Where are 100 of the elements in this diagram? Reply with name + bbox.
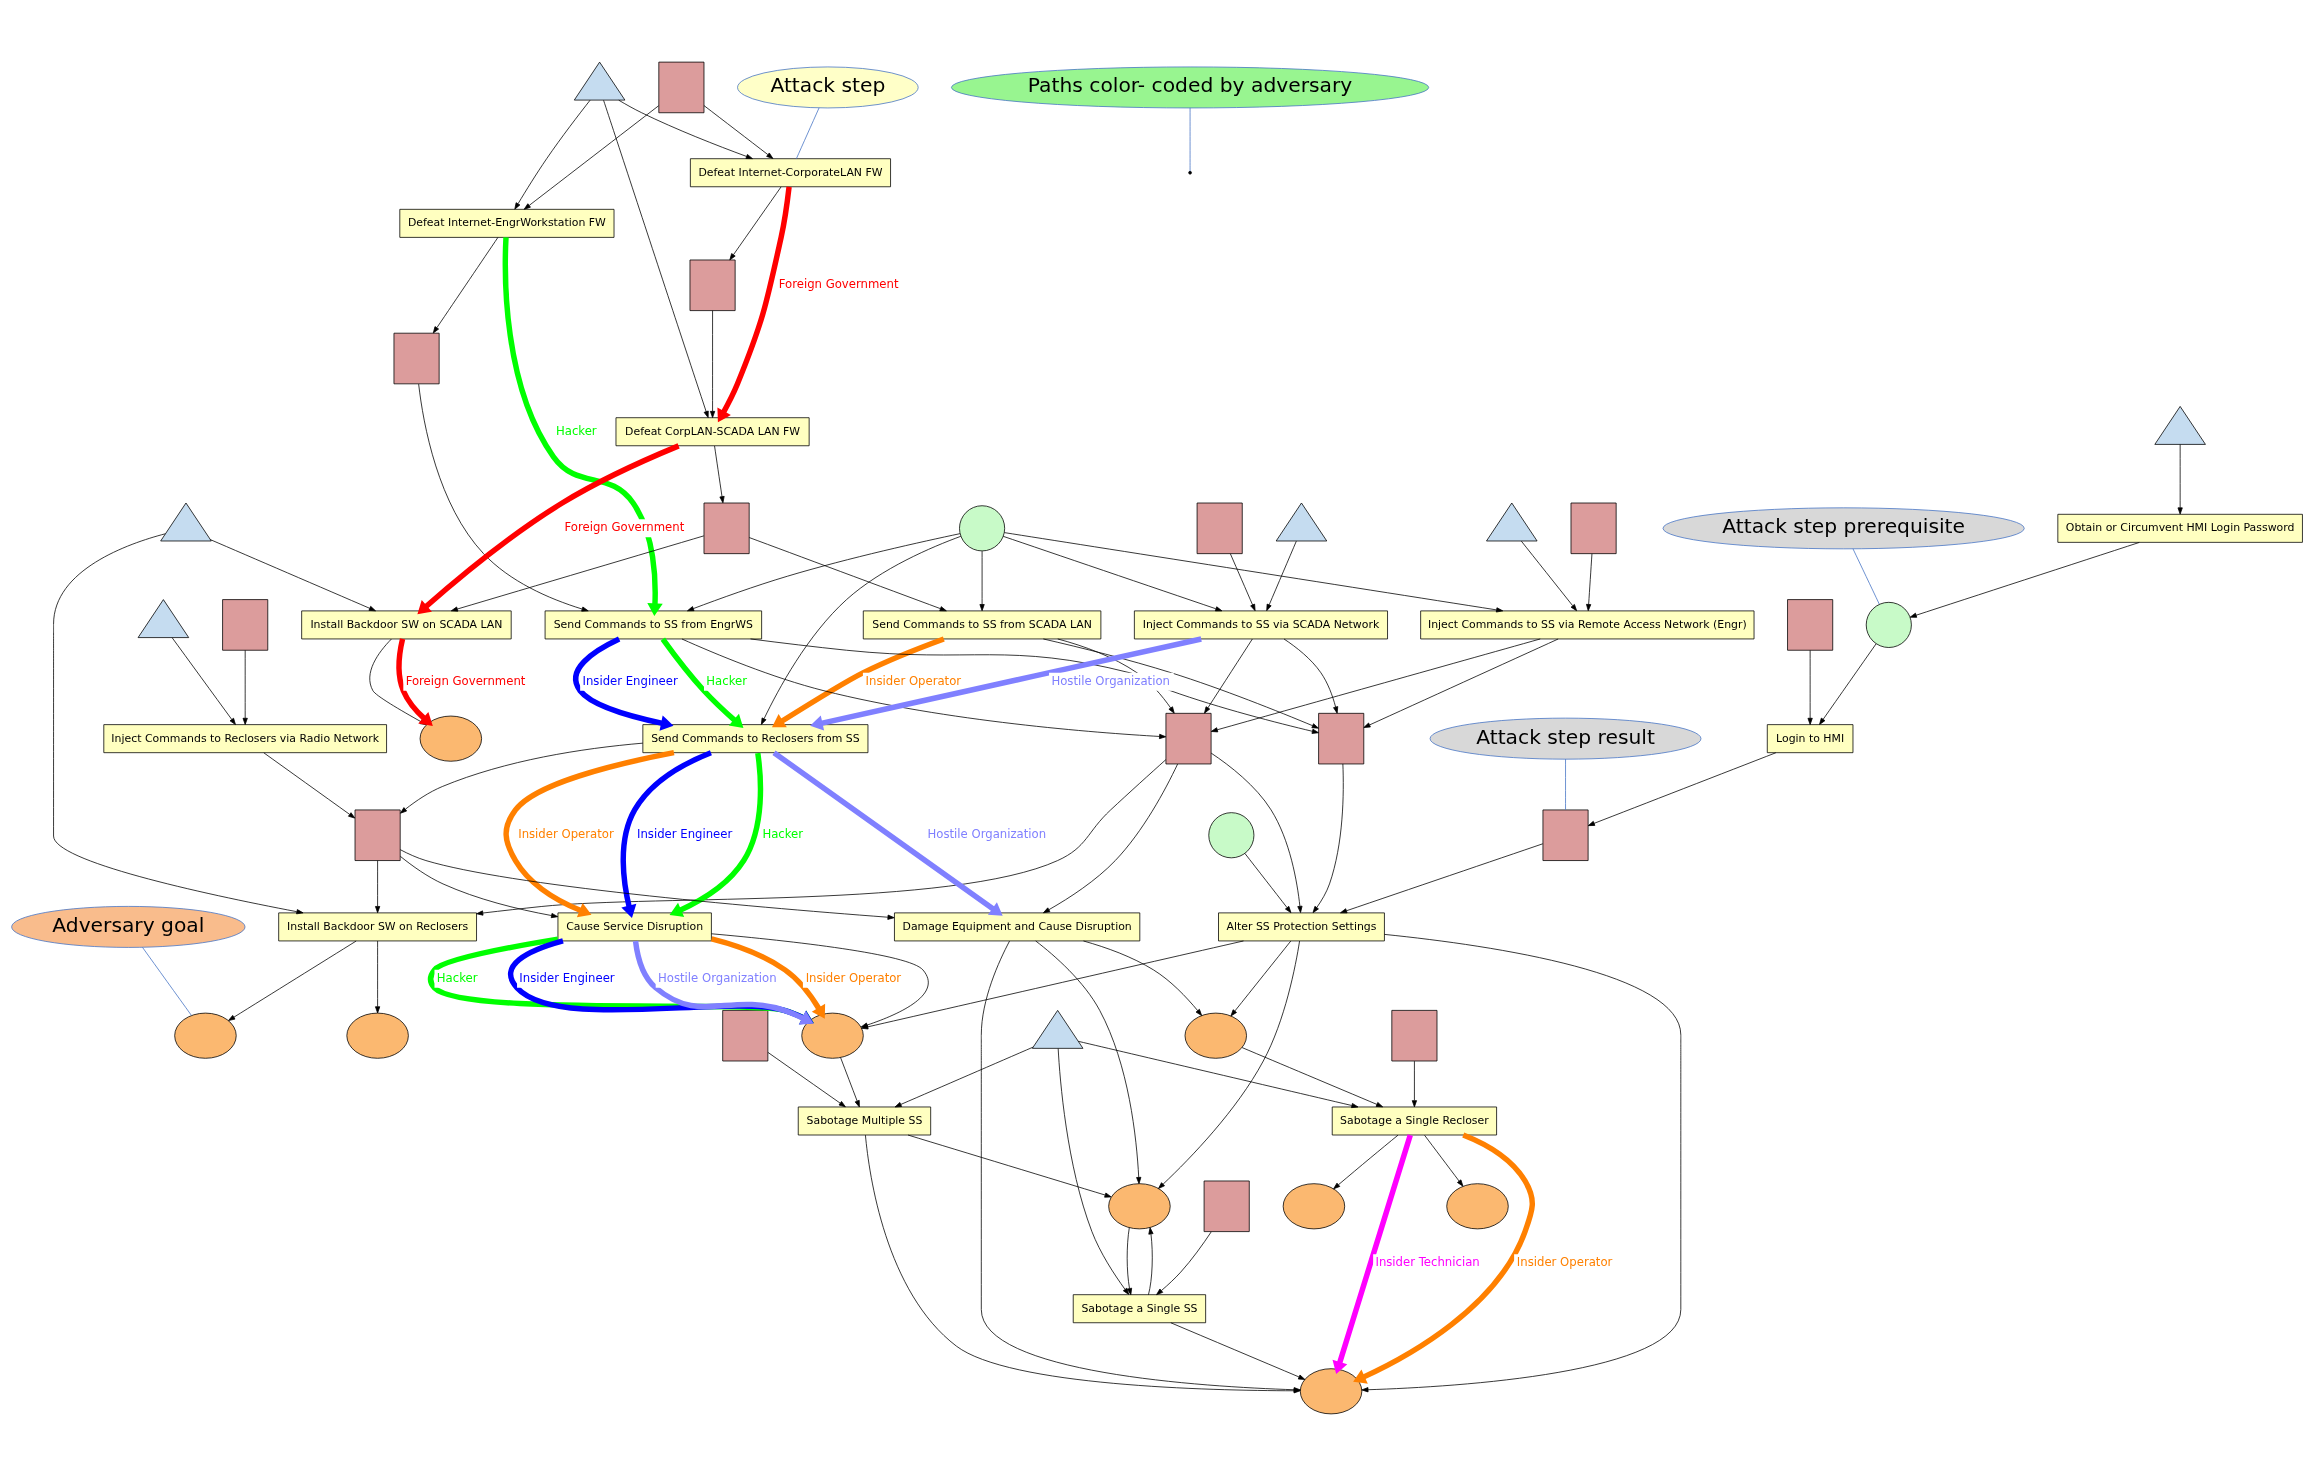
arrow bbox=[514, 99, 591, 210]
arrow bbox=[171, 636, 236, 725]
arrow bbox=[503, 749, 675, 917]
node-box: Login to HMI bbox=[1766, 723, 1854, 753]
edge-label: Insider Operator bbox=[1516, 1254, 1613, 1269]
arrow bbox=[476, 758, 1167, 916]
arrow bbox=[2177, 443, 2183, 514]
arrow bbox=[399, 855, 559, 918]
arrow bbox=[979, 550, 985, 611]
node-circle bbox=[1208, 811, 1255, 858]
node-box bbox=[689, 259, 736, 311]
node-box: Send Commands to Reclosers from SS bbox=[642, 723, 869, 753]
arrow bbox=[1204, 638, 1253, 713]
arrow bbox=[242, 649, 248, 725]
node-box bbox=[703, 502, 750, 554]
node-box bbox=[354, 809, 401, 861]
arrow bbox=[1353, 1132, 1535, 1384]
node-box bbox=[722, 1009, 769, 1061]
node-box bbox=[1391, 1009, 1438, 1061]
arrow bbox=[1241, 1046, 1384, 1107]
arrow bbox=[714, 445, 725, 503]
node-ellipse: Adversary goal bbox=[11, 905, 246, 948]
arrow bbox=[1035, 940, 1142, 1184]
node-box bbox=[222, 598, 269, 651]
arrow bbox=[573, 636, 674, 731]
arrow bbox=[417, 442, 680, 614]
node-box bbox=[393, 332, 440, 384]
arrow bbox=[432, 236, 499, 333]
node-box: Defeat Internet-EngrWorkstation FW bbox=[399, 208, 615, 238]
arrow bbox=[1083, 940, 1203, 1016]
arrow bbox=[1230, 552, 1256, 611]
arrow bbox=[502, 236, 663, 616]
arrow bbox=[450, 535, 705, 612]
arrow bbox=[1077, 1040, 1359, 1108]
node-box bbox=[1787, 598, 1834, 651]
edge-label: Insider Engineer bbox=[519, 970, 615, 985]
arrow bbox=[1587, 751, 1777, 826]
arrow bbox=[1520, 540, 1578, 611]
arrow bbox=[228, 940, 357, 1021]
node-triangle bbox=[160, 502, 212, 541]
arrow bbox=[703, 104, 774, 159]
arrow bbox=[375, 940, 381, 1013]
arrow bbox=[603, 99, 709, 418]
node-ellipse: Attack step prerequisite bbox=[1662, 506, 2025, 549]
arrow bbox=[399, 848, 895, 920]
node-box: Cause Service Disruption bbox=[557, 912, 712, 941]
arrow bbox=[687, 532, 961, 611]
arrow bbox=[1909, 541, 2140, 618]
edge-label: Insider Operator bbox=[518, 826, 614, 841]
node-box: Defeat Internet-CorporateLAN FW bbox=[689, 157, 891, 187]
node-triangle bbox=[573, 61, 626, 100]
arrow bbox=[210, 538, 376, 611]
arrow bbox=[1148, 1226, 1154, 1295]
edge-label: Hostile Organization bbox=[658, 970, 777, 985]
node-circle bbox=[959, 504, 1006, 551]
arrow bbox=[1170, 1321, 1306, 1380]
edge-label: Foreign Government bbox=[778, 276, 899, 291]
node-box bbox=[1542, 809, 1589, 861]
edge-label: Foreign Government bbox=[405, 673, 526, 688]
node-ellipse bbox=[1446, 1182, 1509, 1229]
arrow bbox=[1363, 638, 1559, 728]
arrow bbox=[1283, 638, 1339, 714]
arrow bbox=[1361, 933, 1682, 1392]
arrow bbox=[729, 186, 782, 260]
arrow bbox=[1411, 1060, 1417, 1107]
node-triangle bbox=[1486, 502, 1538, 541]
arrow bbox=[710, 935, 826, 1019]
edge-label: Hostile Organization bbox=[927, 826, 1047, 841]
node-box: Install Backdoor SW on Reclosers bbox=[278, 912, 477, 941]
node-box bbox=[1203, 1180, 1250, 1232]
node-box bbox=[1318, 712, 1365, 764]
node-box bbox=[1165, 712, 1212, 764]
node-box: Send Commands to SS from EngrWS bbox=[544, 610, 763, 639]
edge-label: Insider Engineer bbox=[582, 673, 678, 688]
node-box: Install Backdoor SW on SCADA LAN bbox=[301, 610, 512, 639]
arrow bbox=[1210, 752, 1303, 913]
connector bbox=[1852, 547, 1880, 605]
arrow bbox=[1002, 535, 1223, 611]
edge-label: Hacker bbox=[762, 826, 804, 841]
arrow bbox=[375, 859, 381, 913]
arrow bbox=[840, 1056, 860, 1107]
node-box bbox=[1570, 502, 1617, 554]
connector bbox=[796, 106, 820, 159]
arrow bbox=[1156, 1231, 1212, 1295]
edge-label: Insider Operator bbox=[865, 673, 962, 688]
node-box: Defeat CorpLAN-SCADA LAN FW bbox=[615, 416, 810, 446]
arrow bbox=[1333, 1134, 1399, 1189]
arrow bbox=[1819, 642, 1877, 725]
arrow bbox=[1126, 1226, 1133, 1295]
arrow bbox=[1057, 1047, 1130, 1295]
node-box: Alter SS Protection Settings bbox=[1218, 912, 1385, 941]
arrow bbox=[681, 638, 1167, 739]
node-triangle bbox=[137, 598, 190, 638]
edge-label: Hacker bbox=[436, 970, 478, 985]
arrow bbox=[710, 309, 716, 418]
arrow bbox=[748, 536, 947, 611]
node-ellipse bbox=[1184, 1012, 1247, 1059]
node-ellipse: Attack step result bbox=[1429, 717, 1702, 760]
edge-label: Hacker bbox=[706, 673, 747, 688]
arrow bbox=[1424, 1134, 1464, 1187]
